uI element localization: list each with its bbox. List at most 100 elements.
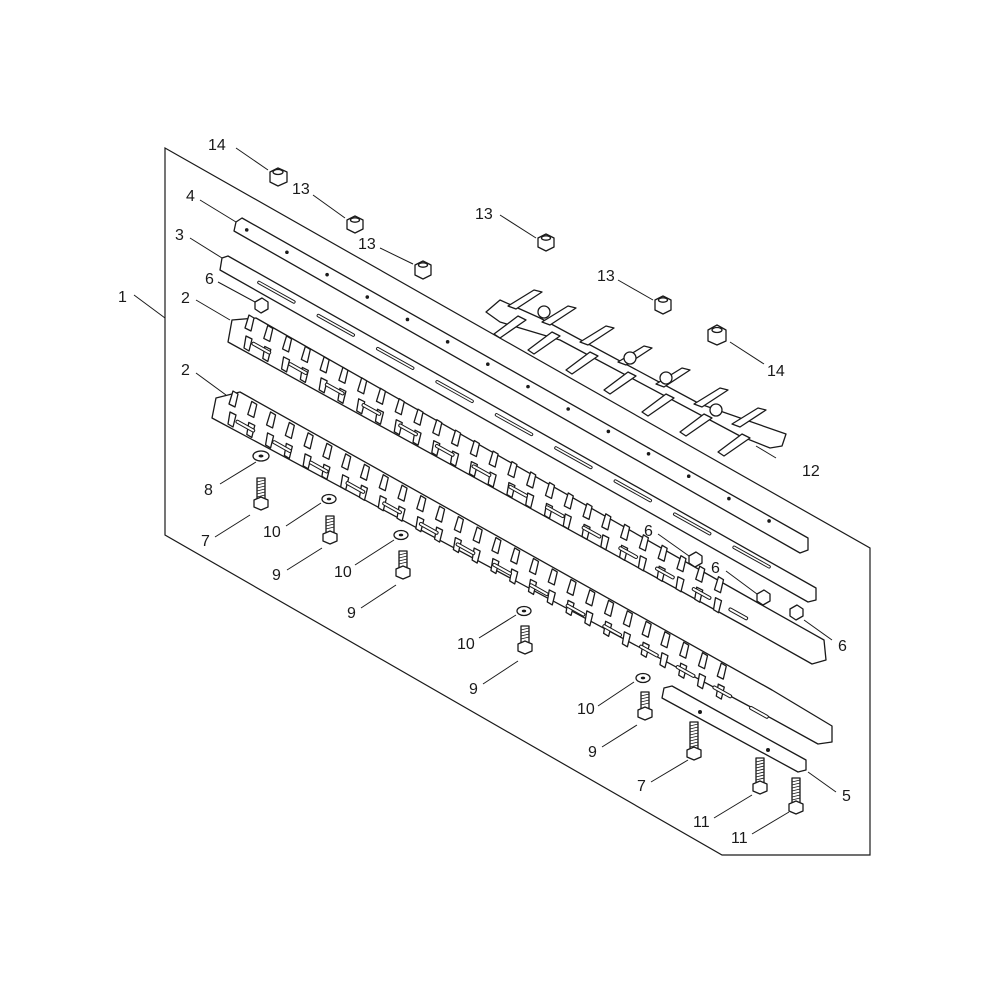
blade-tooth [525,492,535,509]
socket-bolt-head [253,496,269,511]
blade-tooth [322,442,333,460]
hex-bolt-thread [398,561,408,565]
socket-bolt-thread [256,491,266,495]
socket-bolt-thread [689,723,699,727]
nut [537,233,555,252]
blade-slot-inner [640,645,658,657]
washer [393,529,409,541]
hex-bolt-head [637,706,653,721]
strip-hole [445,340,450,344]
socket-bolt-thread [791,791,801,795]
blade-tooth [378,474,389,492]
hex-bolt-head [517,640,533,655]
blade-tooth [510,547,521,565]
blade-tooth [600,534,610,551]
blade-slot-inner [289,363,307,374]
spacer [254,297,269,314]
hex-bolt-thread [520,636,530,640]
blade-tooth [300,345,311,364]
callout-label: 9 [272,567,281,584]
hex-bolt-thread [325,520,335,524]
blade-tooth [228,390,239,408]
blade-tooth [303,432,314,450]
hex-bolt-thread [398,555,408,559]
hex-bolt-thread [640,699,650,703]
socket-bolt-head [686,746,702,761]
socket-bolt-thread [689,741,699,745]
blade-tooth [318,377,328,394]
blade-slot-inner [676,666,695,677]
blade-slot-inner [399,424,417,436]
blade-tooth [281,335,293,353]
blade-tooth [621,631,632,648]
blade-tooth [341,453,352,471]
blade-tooth [359,463,371,481]
strip-hole [686,474,691,478]
hex-bolt-thread [520,627,530,631]
strip-hole [526,384,530,389]
socket-bolt-thread [689,744,699,748]
spacer [688,551,703,568]
blade-tooth [547,568,558,586]
blade-tooth [679,641,690,659]
blade-tooth [584,610,594,627]
socket-bolt-head [752,780,768,795]
blade-tooth [622,610,634,628]
guard-tooth-lower [527,331,561,355]
callout-label: 10 [577,701,595,718]
socket-bolt-thread [791,788,801,792]
guide-bar [219,255,817,603]
hex-bolt-thread [325,526,335,530]
blade-slot-inner [252,342,271,354]
blade-slot-inner [750,706,768,718]
blade-slot-inner [493,563,512,575]
callout-label: 9 [588,744,597,761]
strip-hole [244,228,249,232]
blade-tooth [340,474,350,491]
socket-bolt-thread [256,488,266,492]
callout-label: 1 [118,289,127,306]
nut [346,215,364,234]
callout-label: 10 [457,636,475,653]
callout-label: 8 [204,482,213,499]
leader-lines [133,147,837,835]
blade-tooth [356,398,366,415]
socket-bolt-thread [755,762,765,766]
callout-label: 6 [838,638,847,655]
blade-tooth [526,471,537,489]
bar-slot-inner [555,447,592,469]
blade-slot-inner [325,383,344,395]
blade-slot-inner [582,526,601,538]
strip-hole [767,519,771,523]
guard-tooth-lower [717,433,751,457]
socket-bolt-thread [256,482,266,486]
blade-tooth [716,662,727,680]
bar-slot-inner [376,347,414,369]
hex-bolt-head [322,530,338,545]
socket-bolt-thread [791,782,801,786]
guard-tooth-upper [693,387,729,408]
blade-tooth [676,555,687,573]
blade-tooth [528,557,540,576]
blade-tooth [227,411,237,428]
blade-tooth [697,652,709,670]
socket-bolt-thread [755,759,765,763]
socket-bolt-thread [256,494,266,498]
blade-tooth [657,544,668,562]
blade-tooth [413,408,424,426]
callout-label: 12 [802,463,820,480]
callout-label: 11 [693,814,710,831]
blade-tooth [265,411,277,429]
blade-tooth [244,314,255,332]
callout-label: 6 [711,560,720,577]
callout-label: 10 [334,564,352,581]
guard-tooth-lower [679,413,713,437]
lower-blade [211,390,833,745]
upper-blade [227,314,827,665]
blade-slot-inner [309,461,328,473]
socket-bolt-thread [791,779,801,783]
blade-tooth [393,419,403,436]
blade-slot-inner [603,625,622,636]
guard-tooth-lower [493,315,527,339]
hex-bolt-thread [640,702,650,706]
